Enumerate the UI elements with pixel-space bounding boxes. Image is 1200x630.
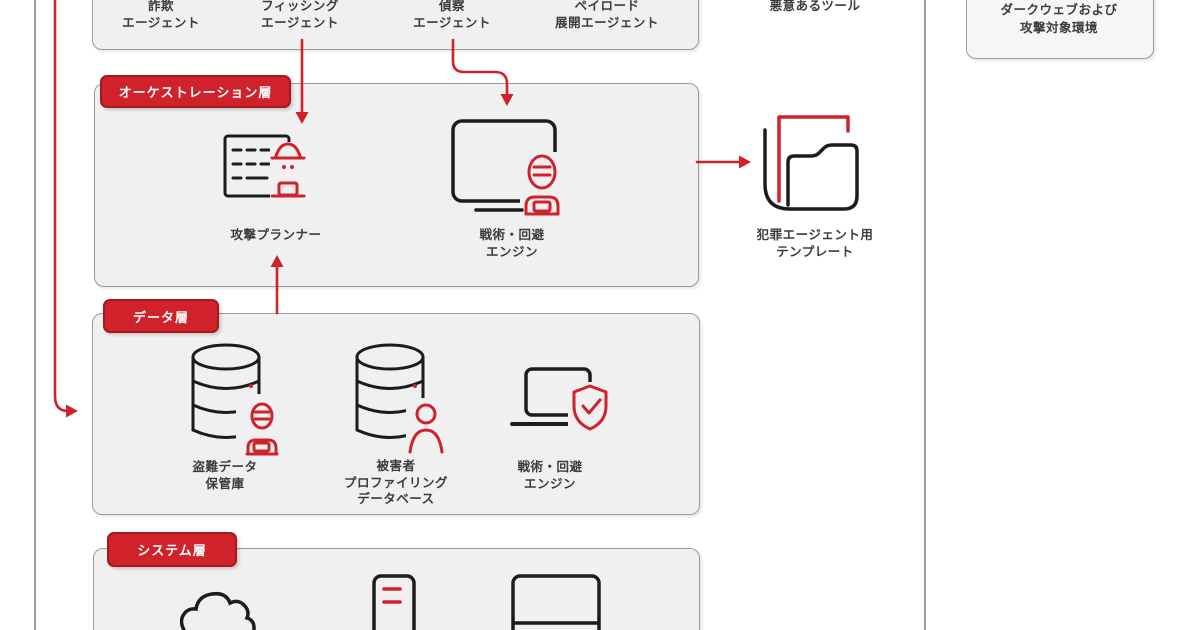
data-layer-tag: データ層 [103,299,219,333]
attack-planner-label: 攻撃プランナー [230,228,322,242]
agent-label-payload: ペイロード展開エージェント [555,0,659,30]
arrow-left-elbow-to-data-layer [53,0,78,418]
darkweb-label: ダークウェブおよび攻撃対象環境 [1000,3,1118,35]
crime-template-folder-icon [763,115,859,211]
orchestration-panel [94,83,699,287]
laptop-icon [511,574,601,630]
system-layer-tag-text: システム層 [137,543,207,558]
orchestration-layer-tag: オーケストレーション層 [100,75,291,108]
malicious-tools-label: 悪意あるツール [769,0,861,13]
agent-label-phishing: フィッシングエージェント [261,0,339,30]
agent-label-recon: 偵察エージェント [413,0,491,30]
tactics-evasion-engine-icon [451,119,568,216]
stolen-data-vault-label: 盗難データ保管庫 [192,460,258,491]
data-layer-tag-text: データ層 [132,309,189,325]
left-frame-line [34,0,36,630]
data-engine-label: 戦術・回避エンジン [517,460,583,491]
right-frame-line [924,0,926,630]
attack-planner-icon [223,134,308,202]
laptop-shield-icon [510,367,616,442]
tactics-evasion-engine-label: 戦術・回避エンジン [479,228,545,259]
stolen-data-vault-icon [191,343,294,456]
orchestration-layer-tag-text: オーケストレーション層 [118,85,273,100]
server-icon [372,574,416,630]
crime-template-label: 犯罪エージェント用テンプレート [756,228,874,259]
victim-profiling-db-icon [355,343,450,454]
system-layer-tag: システム層 [107,532,237,567]
agent-label-fraud: 詐欺エージェント [122,0,200,30]
victim-profiling-db-label: 被害者プロファイリングデータベース [343,459,448,506]
cloud-icon [180,591,256,630]
agents-panel [92,0,699,50]
darkweb-panel [966,0,1154,59]
